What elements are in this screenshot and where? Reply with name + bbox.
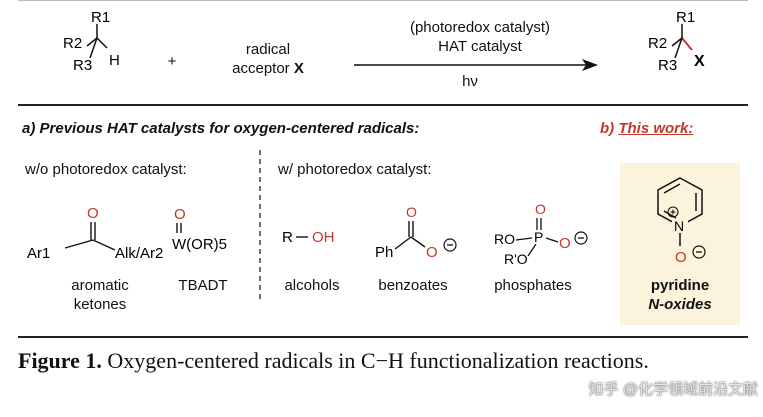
reaction-arrow — [354, 59, 598, 71]
section-a-title: a) Previous HAT catalysts for oxygen-cen… — [22, 120, 420, 137]
section-b-title: b) This work: — [600, 120, 694, 137]
column-without-photoredox: w/o photoredox catalyst: — [25, 161, 187, 178]
pyridine-n-oxides-label: pyridine N-oxides — [648, 277, 712, 313]
figure-bottom-rule — [18, 336, 748, 338]
alcohols-label: alcohols — [284, 277, 340, 294]
top-rule — [18, 0, 748, 1]
pyridine-n-charge — [667, 206, 679, 218]
r1-label: R1 — [91, 9, 110, 26]
arrow-conditions-top: (photoredox catalyst) HAT catalyst — [360, 18, 600, 56]
h-label: H — [109, 52, 120, 69]
reactant-structure: R1 R2 R3 H — [63, 9, 120, 74]
ketone-alk: Alk/Ar2 — [115, 245, 163, 262]
pyridine-o: O — [675, 249, 687, 266]
benzoate-carbonyl-o: O — [406, 205, 417, 220]
product-r3: R3 — [658, 57, 677, 74]
acceptor-line-2: acceptor X — [232, 60, 304, 77]
r3-label: R3 — [73, 57, 92, 74]
watermark: 知乎 @化学领域前沿文献 — [588, 381, 758, 398]
tbadt-formula: W(OR)5 — [172, 236, 227, 253]
condition-light: hν — [462, 73, 478, 90]
acceptor-line-1: radical — [245, 41, 291, 58]
figure-caption: Figure 1. Oxygen-centered radicals in C−… — [18, 346, 748, 375]
phosphate-charge — [574, 231, 588, 245]
product-structure: R1 R2 R3 X — [648, 9, 705, 74]
condition-hat: HAT catalyst — [438, 38, 522, 55]
radical-acceptor: radical acceptor X — [218, 40, 318, 78]
benzoates-label: benzoates — [378, 277, 448, 294]
alcohol-structure: R OH — [282, 229, 335, 246]
benzoate-structure: Ph O O — [375, 205, 457, 261]
ketone-ar1: Ar1 — [27, 245, 50, 262]
aromatic-ketones-label: aromatic ketones — [71, 277, 129, 313]
plus-sign: + — [167, 53, 177, 70]
pyridine-n-oxide-structure: N O — [657, 177, 706, 266]
scheme-divider — [18, 104, 748, 106]
pyridine-n: N — [674, 218, 684, 234]
alcohol-oh: OH — [312, 229, 335, 246]
alcohol-r: R — [282, 229, 293, 246]
column-separator — [259, 150, 261, 300]
phosphate-top-o: O — [535, 201, 546, 217]
ketone-o: O — [87, 205, 99, 222]
benzoate-anion-o: O — [426, 244, 438, 261]
aromatic-ketone-structure: O Ar1 Alk/Ar2 — [27, 205, 163, 262]
benzoate-ph: Ph — [375, 244, 393, 261]
phosphate-ro: RO — [494, 231, 515, 247]
caption-text: Oxygen-centered radicals in C−H function… — [101, 348, 649, 373]
phosphate-structure: O P RO R'O O — [494, 201, 588, 267]
phosphate-anion-o: O — [559, 235, 571, 252]
phosphate-r2o: R'O — [504, 251, 528, 267]
product-r2: R2 — [648, 35, 667, 52]
acceptor-x: X — [293, 60, 304, 77]
tbadt-label: TBADT — [178, 277, 228, 294]
figure-number: Figure 1. — [18, 348, 102, 373]
product-x: X — [694, 53, 705, 70]
tbadt-structure: O W(OR)5 — [172, 206, 227, 253]
benzoate-charge — [443, 238, 457, 252]
phosphate-p: P — [534, 229, 543, 245]
condition-photoredox: (photoredox catalyst) — [409, 19, 551, 36]
tbadt-o: O — [174, 206, 186, 223]
r2-label: R2 — [63, 35, 82, 52]
pyridine-o-charge — [692, 245, 706, 259]
product-r1: R1 — [676, 9, 695, 26]
column-with-photoredox: w/ photoredox catalyst: — [278, 161, 432, 178]
phosphates-label: phosphates — [494, 277, 572, 294]
